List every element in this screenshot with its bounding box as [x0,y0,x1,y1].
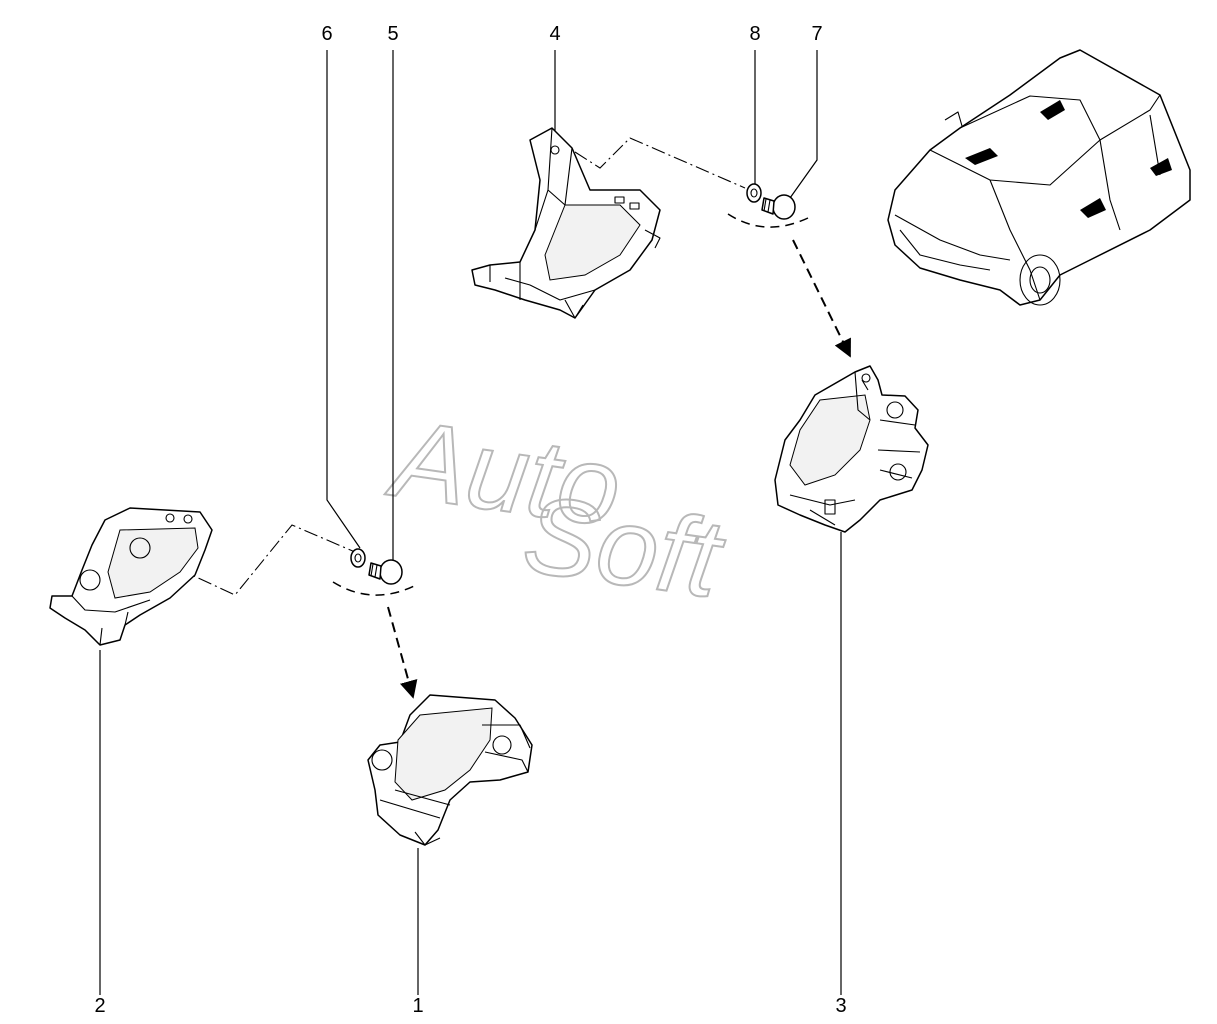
car-locator-icon [887,49,1191,306]
bracket-part-4 [471,127,661,319]
centerline-upper [574,137,746,189]
watermark-line-2: Soft [517,472,732,622]
fog-lamp-part-1 [367,694,533,846]
callout-8: 8 [749,23,760,45]
washer-part-8 [746,183,762,203]
fastener-bracket-lower [332,581,415,596]
leader-6 [326,50,361,549]
callout-3: 3 [835,995,846,1017]
screw-part-7 [761,194,796,220]
watermark: Auto Soft [380,395,733,622]
assembly-arrow-lower [387,606,418,699]
centerline-lower [154,524,356,596]
callout-2: 2 [94,995,105,1017]
screw-part-5 [368,559,403,585]
callout-1: 1 [412,995,423,1017]
bracket-part-2 [49,507,213,646]
washer-part-6 [350,548,366,568]
callout-6: 6 [321,23,332,45]
callout-7: 7 [811,23,822,45]
fog-lamp-part-3 [774,365,929,533]
leader-7 [789,50,818,199]
assembly-arrow-upper [792,239,851,358]
callout-5: 5 [387,23,398,45]
fastener-bracket-upper [727,213,809,228]
leader-lines [99,50,842,995]
callout-4: 4 [549,23,560,45]
